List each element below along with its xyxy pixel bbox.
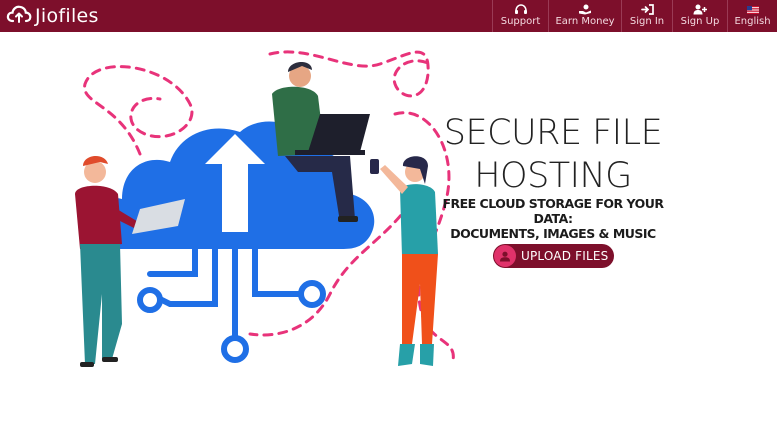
hand-coin-icon	[578, 4, 592, 15]
nav-sign-up[interactable]: Sign Up	[672, 0, 727, 32]
cloud-logo-icon	[6, 3, 32, 29]
nav-earn-money[interactable]: Earn Money	[548, 0, 621, 32]
user-plus-icon	[693, 4, 707, 15]
nav-sign-in[interactable]: Sign In	[621, 0, 672, 32]
us-flag-icon	[746, 4, 759, 15]
hero-title: SECURE FILE HOSTING	[443, 113, 663, 196]
main-nav: Support Earn Money Sign In Sign Up Engli…	[492, 0, 777, 32]
headset-icon	[514, 4, 528, 15]
upload-files-label: UPLOAD FILES	[521, 249, 609, 263]
nav-language[interactable]: English	[727, 0, 777, 32]
nav-support[interactable]: Support	[492, 0, 548, 32]
cloud-upload-illustration	[50, 44, 470, 378]
brand-name: Jiofiles	[35, 5, 99, 27]
top-navbar: Jiofiles Support Earn Money Sign In Sign…	[0, 0, 777, 32]
brand-logo[interactable]: Jiofiles	[6, 4, 99, 28]
hero-subtitle: FREE CLOUD STORAGE FOR YOUR DATA: DOCUME…	[442, 196, 664, 241]
upload-user-icon	[494, 245, 516, 267]
sign-in-icon	[640, 4, 654, 15]
upload-files-button[interactable]: UPLOAD FILES	[493, 244, 614, 268]
